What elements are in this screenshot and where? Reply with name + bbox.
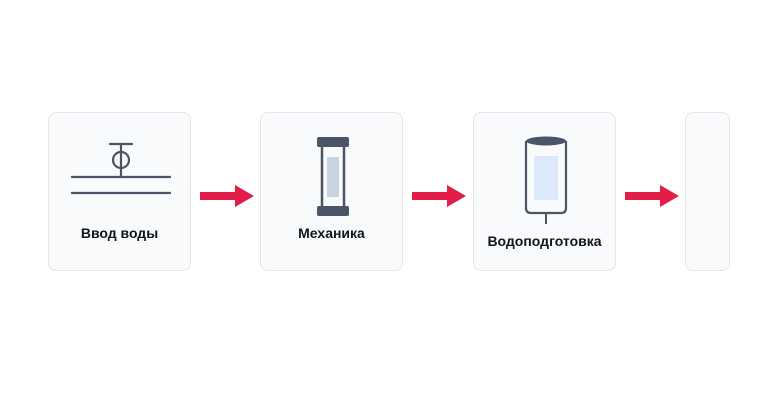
step-label-water-treatment: Водоподготовка <box>487 233 602 249</box>
flow-arrow-1-icon <box>200 185 254 207</box>
step-card-water-inlet: Ввод воды <box>48 112 191 271</box>
water-inlet-pipe-icon <box>70 142 172 195</box>
mechanical-filter-icon <box>317 137 349 216</box>
treatment-tank-icon <box>524 136 568 224</box>
flow-arrow-2-icon <box>412 185 466 207</box>
flow-arrow-3-icon <box>625 185 679 207</box>
step-card-next-partial <box>685 112 730 271</box>
step-card-mechanical: Механика <box>260 112 403 271</box>
step-label-mechanical: Механика <box>298 225 365 241</box>
step-card-water-treatment: Водоподготовка <box>473 112 616 271</box>
step-label-water-inlet: Ввод воды <box>80 225 159 241</box>
